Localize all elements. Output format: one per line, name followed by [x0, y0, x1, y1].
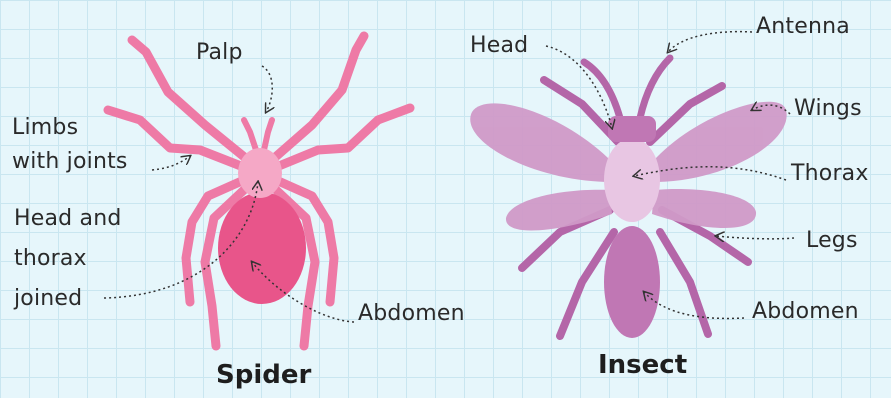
- title-insect: Insect: [598, 350, 687, 380]
- label-head-thorax-line3: joined: [14, 286, 82, 312]
- label-wings: Wings: [794, 96, 862, 122]
- insect-wing: [506, 190, 612, 231]
- insect-antenna: [640, 58, 670, 118]
- label-palp: Palp: [196, 40, 243, 66]
- insect-abdomen: [604, 226, 660, 338]
- insect-leg: [660, 232, 708, 334]
- label-insect-abdomen: Abdomen: [752, 299, 859, 325]
- label-head-thorax-line1: Head and: [14, 206, 122, 232]
- insect-antennae: [584, 58, 670, 118]
- spider-palp: [264, 120, 272, 150]
- spider-cephalothorax: [238, 148, 282, 198]
- label-antenna: Antenna: [756, 14, 850, 40]
- spider-palp: [244, 120, 256, 150]
- spider-abdomen: [218, 192, 306, 304]
- leader-legs: [716, 236, 794, 239]
- leader-limbs: [152, 156, 190, 170]
- insect-head: [608, 116, 656, 142]
- label-spider-abdomen: Abdomen: [358, 301, 465, 327]
- label-limbs-line1: Limbs: [12, 115, 78, 141]
- insect-thorax: [604, 138, 660, 222]
- leader-palp: [262, 66, 272, 112]
- label-head-thorax-line2: thorax: [14, 246, 87, 272]
- insect-wing: [652, 189, 756, 228]
- leader-antenna: [668, 32, 752, 52]
- label-legs: Legs: [806, 228, 858, 254]
- title-spider: Spider: [216, 360, 311, 390]
- label-head: Head: [470, 33, 528, 59]
- insect: [470, 58, 786, 338]
- spider: [108, 36, 410, 346]
- label-thorax: Thorax: [791, 161, 869, 187]
- label-limbs-line2: with joints: [12, 149, 128, 175]
